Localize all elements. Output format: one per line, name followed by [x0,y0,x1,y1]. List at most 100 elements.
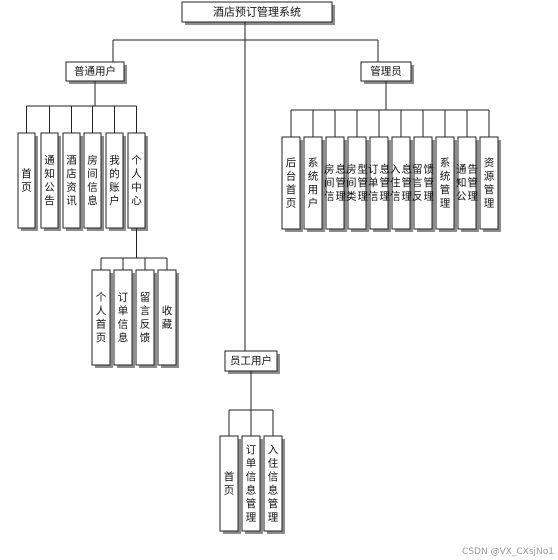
svg-text:房: 房 [346,163,357,176]
svg-text:讯: 讯 [66,194,77,207]
svg-text:理: 理 [468,191,479,203]
svg-text:中: 中 [131,180,142,193]
svg-text:首: 首 [96,317,107,330]
svg-text:告: 告 [468,163,479,176]
svg-text:管: 管 [440,183,451,196]
svg-text:间: 间 [87,167,98,180]
svg-text:的: 的 [109,167,120,180]
svg-text:告: 告 [44,194,55,207]
svg-text:信: 信 [118,318,129,330]
svg-text:订: 订 [118,291,129,303]
svg-text:息: 息 [246,483,257,496]
svg-text:个: 个 [96,291,107,303]
group-node-admin-label: 管理员 [370,65,402,78]
personal-sub-node [157,269,177,366]
svg-text:页: 页 [96,332,107,344]
svg-text:页: 页 [224,484,235,496]
svg-text:单: 单 [246,457,257,469]
svg-text:公: 公 [456,191,467,203]
svg-text:收: 收 [162,304,173,317]
svg-text:留: 留 [140,290,151,303]
svg-text:首: 首 [224,470,235,483]
admin-child-node [347,136,367,230]
personal-sub-node [91,269,111,366]
svg-text:单: 单 [368,177,379,189]
root-node [181,1,333,23]
user-child-node [105,132,124,229]
svg-text:理: 理 [336,191,347,203]
group-node-staff-label: 员工用户 [230,354,272,367]
svg-text:统: 统 [440,169,451,182]
svg-text:馈: 馈 [140,331,151,344]
root-node-label: 酒店预订管理系统 [213,5,301,19]
svg-text:理: 理 [484,197,495,209]
group-node-user-label: 普通用户 [74,65,116,78]
svg-text:型: 型 [358,163,369,176]
svg-text:页: 页 [21,181,32,193]
svg-text:息: 息 [402,163,413,176]
svg-text:户: 户 [109,194,120,207]
svg-text:我: 我 [109,154,120,166]
staff-child-node [263,435,283,532]
svg-text:管: 管 [468,176,479,189]
admin-child-node [413,136,433,230]
svg-text:息: 息 [87,194,98,207]
svg-text:系: 系 [440,157,451,169]
svg-text:信: 信 [368,191,379,203]
svg-text:信: 信 [246,471,257,483]
svg-text:信: 信 [390,191,401,203]
svg-text:理: 理 [440,197,451,209]
svg-text:知: 知 [456,176,467,189]
admin-child-node [281,136,301,230]
svg-text:管: 管 [358,176,369,189]
svg-text:入: 入 [390,164,401,176]
svg-text:管: 管 [246,497,257,510]
svg-text:息: 息 [118,331,129,344]
svg-text:理: 理 [380,191,391,203]
svg-text:后: 后 [286,157,297,169]
svg-text:人: 人 [96,305,107,317]
svg-text:反: 反 [412,191,423,203]
user-child-node [62,132,81,229]
admin-child-node-label: 通知公 告管理 [456,163,479,203]
user-child-node-label: 首页 [21,167,32,194]
svg-text:订: 订 [368,164,379,176]
user-child-node [40,132,59,229]
svg-text:管: 管 [484,183,495,196]
admin-child-node [479,136,499,230]
svg-text:间: 间 [346,176,357,189]
svg-text:用: 用 [308,184,319,196]
svg-text:账: 账 [109,181,120,193]
svg-text:息: 息 [380,163,391,176]
svg-text:店: 店 [66,167,77,180]
svg-text:住: 住 [268,456,279,469]
staff-child-node [219,435,239,532]
svg-text:通: 通 [456,164,467,176]
user-child-node [83,132,102,229]
svg-text:首: 首 [286,183,297,196]
svg-text:理: 理 [246,511,257,523]
svg-text:台: 台 [286,169,297,182]
svg-text:理: 理 [268,511,279,523]
admin-child-node [303,136,323,230]
svg-text:管: 管 [424,176,435,189]
svg-text:类: 类 [346,190,357,203]
svg-text:馈: 馈 [424,163,435,176]
svg-text:订: 订 [246,444,257,456]
svg-text:反: 反 [140,318,151,330]
svg-text:藏: 藏 [162,318,173,330]
svg-text:理: 理 [402,191,413,203]
svg-text:人: 人 [131,168,142,180]
